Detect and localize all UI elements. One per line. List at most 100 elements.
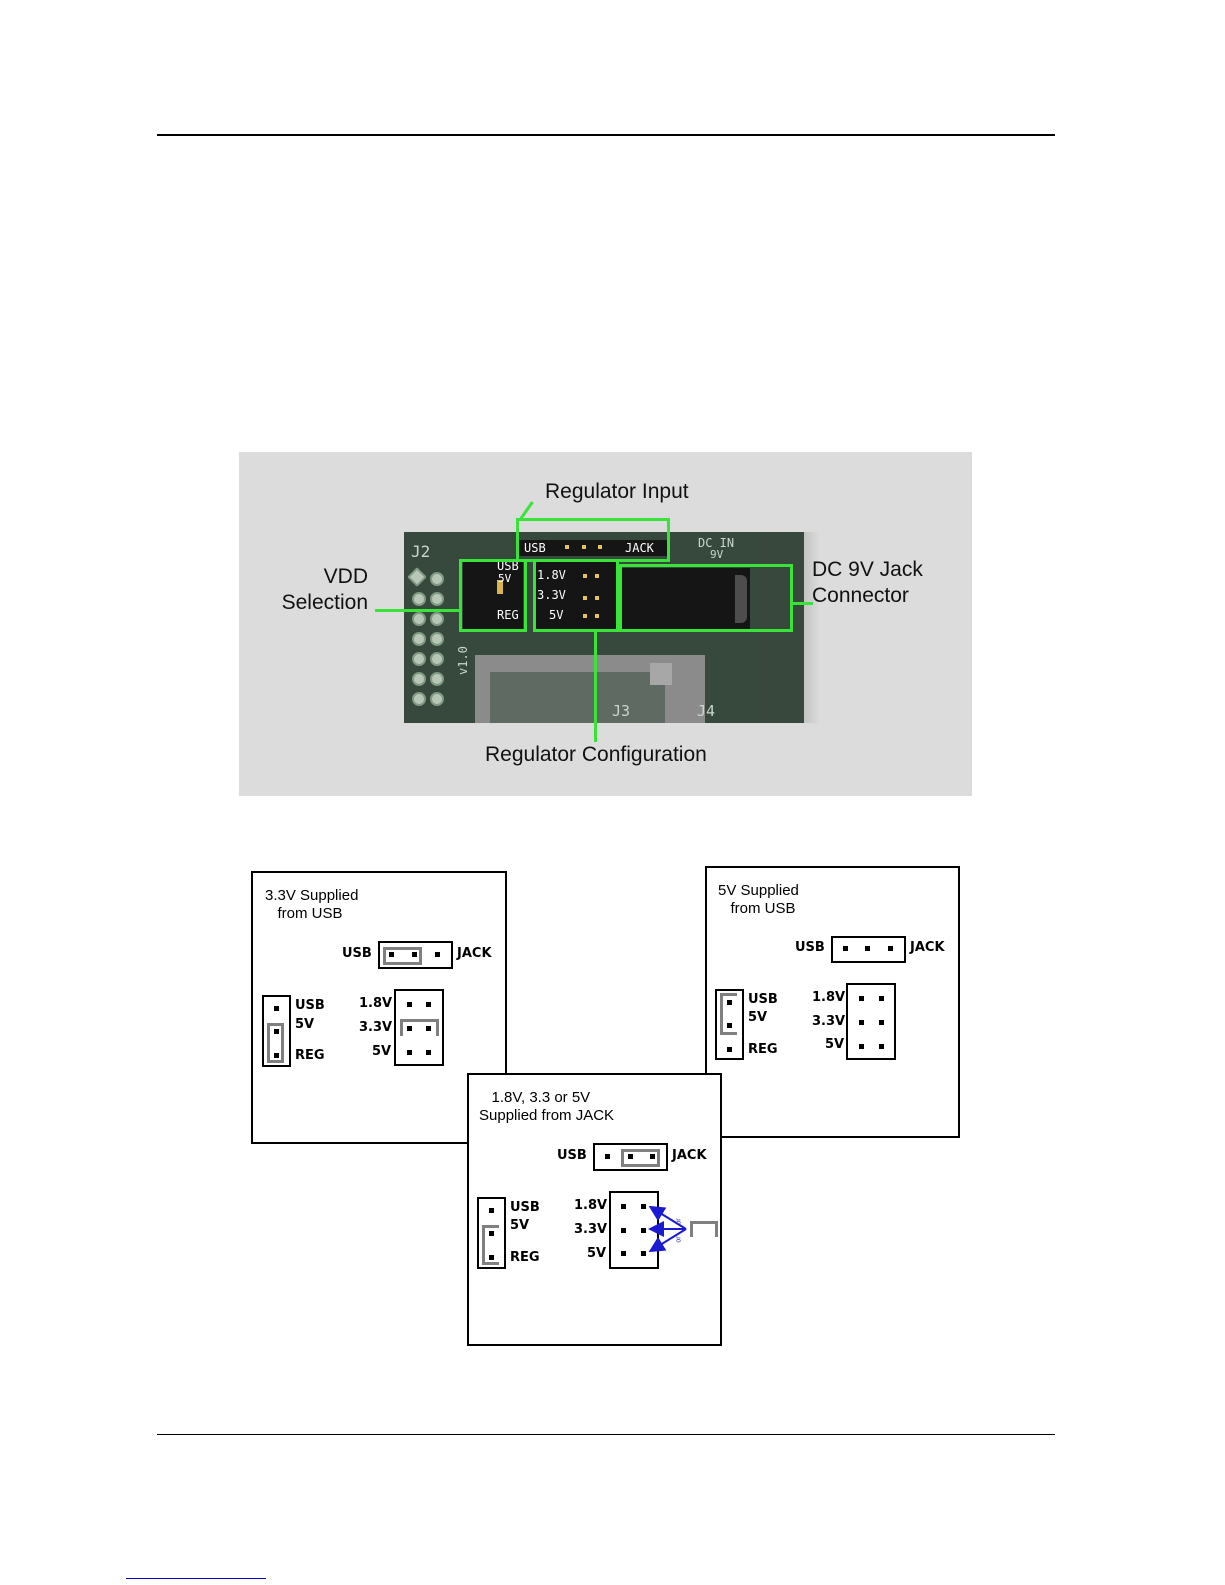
label-5v: 5V [587, 1246, 607, 1261]
label-vdd-5v: 5V [295, 1017, 315, 1032]
silk-j4: J4 [697, 702, 716, 720]
header-rule [157, 134, 1055, 136]
pin [621, 1251, 626, 1256]
callout-regulator-input: Regulator Input [545, 480, 689, 503]
socket-latch [650, 663, 672, 685]
pin [489, 1208, 494, 1213]
arrow-to-1-8v [648, 1205, 687, 1230]
jumper-vdd-usb [720, 993, 737, 1035]
pin [843, 946, 848, 951]
pin [274, 1006, 279, 1011]
label-vdd-reg: REG [295, 1048, 325, 1063]
pin [641, 1251, 646, 1256]
silk-vdd-reg: REG [497, 608, 519, 622]
dc-jack-leader [793, 602, 813, 605]
silk-vdd-5v: 5V [498, 572, 512, 585]
regulator-input-header [518, 540, 668, 556]
silk-3-3v: 3.3V [537, 588, 566, 602]
board-hole [412, 652, 426, 666]
silk-revision: v1.0 [456, 646, 470, 675]
pin [489, 1255, 494, 1260]
panel-title: 1.8V, 3.3 or 5V Supplied from JACK [479, 1089, 615, 1124]
label-jack: JACK [910, 940, 945, 955]
pin [888, 946, 893, 951]
pin [641, 1228, 646, 1233]
silk-usb: USB [524, 541, 546, 555]
footer-rule [157, 1434, 1055, 1435]
pin [605, 1154, 610, 1159]
label-or-bottom: or [675, 1236, 683, 1243]
pin [641, 1204, 646, 1209]
dc-jack-barrel [735, 575, 747, 623]
label-vdd-usb: USB [748, 992, 778, 1007]
label-5v: 5V [372, 1044, 392, 1059]
pin [407, 1002, 412, 1007]
pin [274, 1053, 279, 1058]
pin [879, 996, 884, 1001]
callout-dc-jack: DC 9V Jack Connector [812, 558, 923, 607]
pin [274, 1029, 279, 1034]
vdd-selection-header [463, 562, 523, 630]
silk-5v: 5V [549, 608, 564, 622]
jumper-jack [621, 1149, 660, 1167]
pin [650, 1154, 655, 1159]
regulator-input-highlight [516, 518, 670, 562]
pin [621, 1204, 626, 1209]
pin [426, 1050, 431, 1055]
label-1-8v: 1.8V [574, 1198, 608, 1213]
board-hole [430, 692, 444, 706]
board-hole [412, 672, 426, 686]
silk-dc-in: DC IN [698, 536, 735, 550]
pin [859, 1020, 864, 1025]
panel-supplied-from-jack [467, 1073, 722, 1346]
jumper-vdd-reg [267, 1023, 284, 1063]
pin [727, 1000, 732, 1005]
arrow-to-5v [648, 1228, 687, 1253]
regulator-config-highlight [533, 559, 619, 632]
vdd-jumper-cap [497, 580, 503, 594]
label-1-8v: 1.8V [359, 996, 393, 1011]
board-hole [430, 612, 444, 626]
header-pin [595, 614, 599, 618]
silk-j3: J3 [612, 702, 631, 720]
option-arrows [648, 1205, 687, 1253]
dc-jack-connector [620, 568, 750, 630]
board-hole [430, 572, 444, 586]
pin [407, 1050, 412, 1055]
pin [407, 1026, 412, 1031]
panel-title: 3.3V Supplied from USB [265, 887, 359, 922]
label-jack: JACK [457, 946, 492, 961]
header-pin [583, 574, 587, 578]
panel-title: 5V Supplied from USB [718, 882, 799, 917]
label-1-8v: 1.8V [812, 990, 846, 1005]
board-hole [412, 632, 426, 646]
label-or-top: or [675, 1218, 683, 1225]
pin [489, 1231, 494, 1236]
card-socket-inner [490, 672, 665, 723]
label-vdd-usb: USB [510, 1200, 540, 1215]
board-hole [412, 612, 426, 626]
jumper-vdd-reg [482, 1225, 499, 1265]
header-pin [582, 545, 586, 549]
silk-jack: JACK [625, 541, 654, 555]
label-vdd-reg: REG [748, 1042, 778, 1057]
board-hole [430, 632, 444, 646]
pin [879, 1044, 884, 1049]
header-pin [598, 545, 602, 549]
vdd-selection-leader [375, 609, 461, 612]
header-pin [583, 614, 587, 618]
header-pin [595, 596, 599, 600]
label-3-3v: 3.3V [812, 1014, 846, 1029]
board-hole [430, 592, 444, 606]
callout-vdd-selection: VDD Selection [281, 565, 368, 614]
pin [435, 952, 440, 957]
panel-3v3-from-usb [251, 871, 507, 1144]
label-vdd-reg: REG [510, 1250, 540, 1265]
jumper-3v3 [400, 1019, 439, 1036]
pin [727, 1047, 732, 1052]
pin [628, 1154, 633, 1159]
regulator-config-header [536, 562, 616, 630]
pin [621, 1228, 626, 1233]
pin [879, 1020, 884, 1025]
pin [426, 1026, 431, 1031]
